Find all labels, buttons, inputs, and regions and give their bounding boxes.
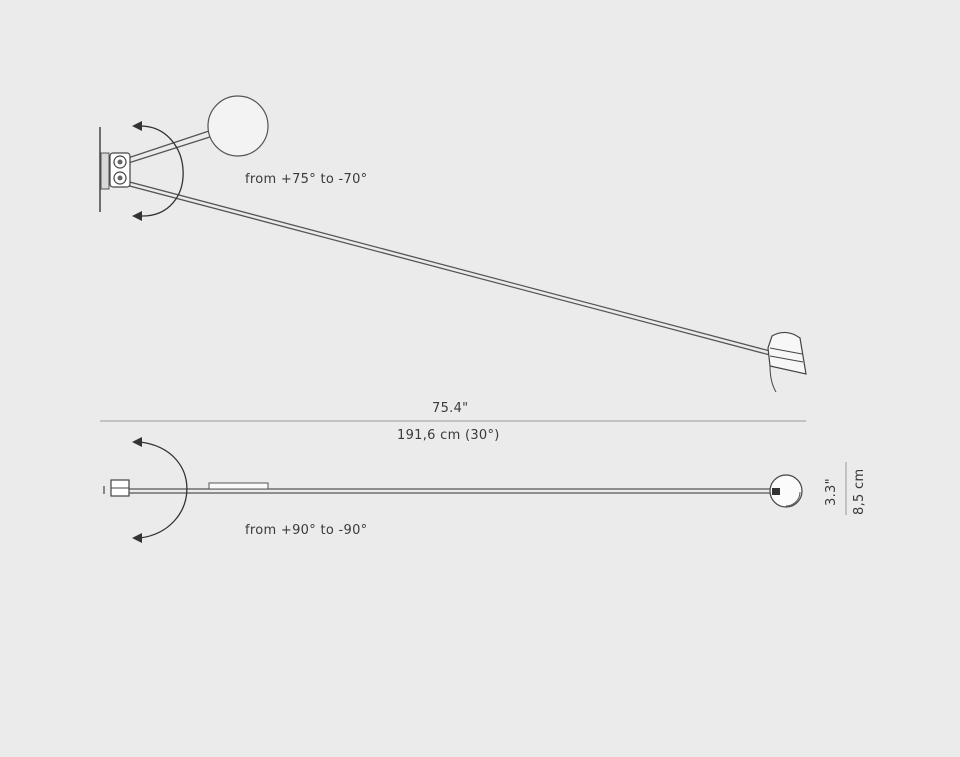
side-view	[99, 95, 807, 393]
rotation-arrow-up-icon	[132, 121, 142, 131]
width-inches-label: 75.4"	[432, 401, 469, 416]
counterweight-arm-upper	[121, 129, 213, 161]
side-rotation-label: from +75° to -70°	[245, 172, 368, 187]
main-arm-lower	[121, 183, 771, 356]
rotation-arrow-down-icon	[132, 533, 142, 543]
width-cm-label: 191,6 cm (30°)	[397, 428, 500, 443]
counterweight-disc	[207, 95, 269, 157]
main-arm-upper	[121, 179, 771, 352]
top-view	[103, 437, 803, 543]
rotation-arrow-up-icon	[132, 437, 142, 447]
top-rotation-label: from +90° to -90°	[245, 523, 368, 538]
wall-bracket	[100, 152, 110, 190]
lamp-head-top	[769, 474, 803, 508]
rotation-arc-side	[139, 125, 184, 217]
counterweight-arm-lower	[121, 135, 214, 166]
lamp-head-side	[767, 331, 807, 393]
head-height-inches-label: 3.3"	[824, 478, 839, 506]
pivot-joint-icon	[109, 152, 131, 188]
head-height-cm-label: 8,5 cm	[852, 468, 867, 515]
rotation-arc-top	[139, 441, 188, 539]
top-counterweight	[208, 482, 269, 490]
rotation-arrow-down-icon	[132, 211, 142, 221]
